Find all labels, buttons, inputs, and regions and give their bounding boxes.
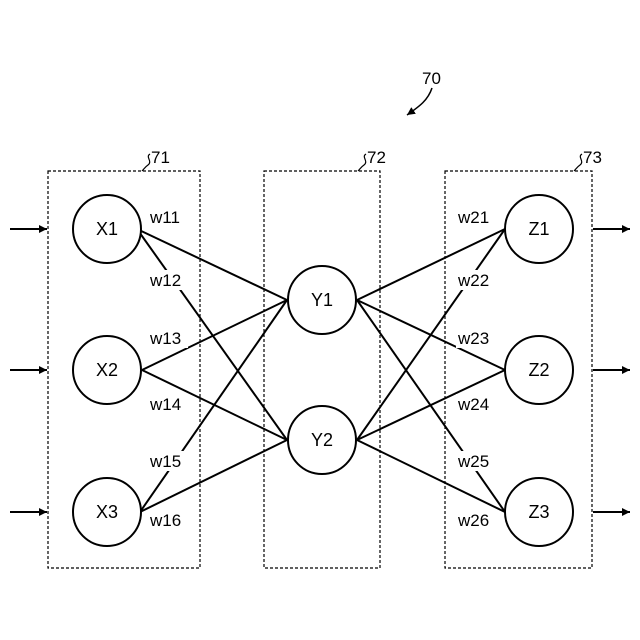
node-x2-label: X2 [96, 360, 118, 380]
node-x1-label: X1 [96, 219, 118, 239]
node-z3: Z3 [505, 478, 573, 546]
group-ref-hidden-label: 72 [367, 148, 386, 167]
weight-label-w21: w21 [457, 208, 489, 227]
hidden-layer-box [264, 171, 380, 568]
group-ref-output-label: 73 [583, 148, 602, 167]
group-ref-input-label: 71 [151, 148, 170, 167]
edge-x3-y2 [140, 440, 287, 512]
weight-label-w13: w13 [149, 329, 181, 348]
weight-label-w11: w11 [149, 208, 180, 227]
weight-label-w12: w12 [149, 271, 181, 290]
figure-ref-label: 70 [422, 69, 441, 88]
weight-label-w14: w14 [149, 395, 181, 414]
node-y1-label: Y1 [311, 290, 333, 310]
edge-y2-z3 [357, 440, 505, 512]
weight-label-w15: w15 [149, 452, 181, 471]
weight-label-w25: w25 [457, 452, 489, 471]
node-z1: Z1 [505, 195, 573, 263]
weight-label-w24: w24 [457, 395, 489, 414]
weight-label-w22: w22 [457, 271, 489, 290]
group-ref-input-leader [142, 154, 150, 171]
node-z2-label: Z2 [528, 360, 549, 380]
weight-label-w23: w23 [457, 329, 489, 348]
node-x3-label: X3 [96, 502, 118, 522]
node-x3: X3 [73, 478, 141, 546]
group-ref-output-leader [574, 154, 582, 171]
figure-ref-leader [407, 88, 432, 115]
node-y2-label: Y2 [311, 430, 333, 450]
weight-label-w26: w26 [457, 511, 489, 530]
weight-label-w16: w16 [149, 511, 181, 530]
group-ref-hidden-leader [358, 154, 366, 171]
node-z2: Z2 [505, 336, 573, 404]
node-y1: Y1 [288, 266, 356, 334]
node-y2: Y2 [288, 406, 356, 474]
node-x2: X2 [73, 336, 141, 404]
node-x1: X1 [73, 195, 141, 263]
node-z3-label: Z3 [528, 502, 549, 522]
node-z1-label: Z1 [528, 219, 549, 239]
